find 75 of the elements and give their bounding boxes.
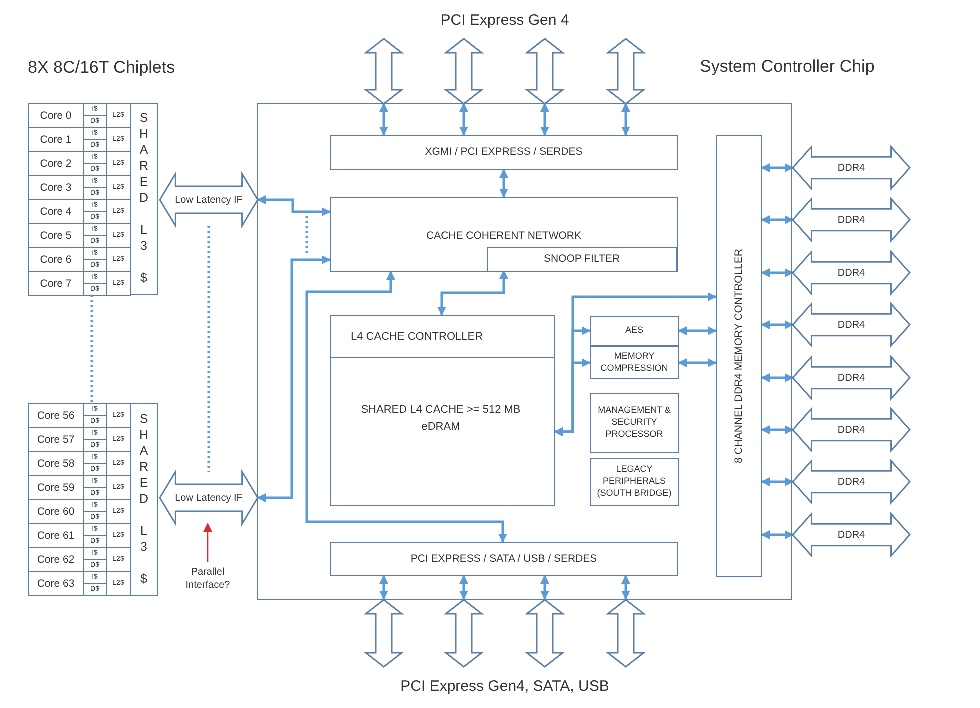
- chiplet-block: [28, 103, 158, 295]
- peripheral-box: [590, 458, 679, 506]
- arrow: [761, 374, 794, 382]
- cache-box: [330, 315, 555, 506]
- arrow: [460, 103, 468, 136]
- arrow-label: DDR4: [838, 372, 866, 384]
- arrow: [460, 575, 468, 600]
- network-box: [330, 197, 678, 272]
- node-text: LEGACY PERIPHERALS (SOUTH BRIDGE): [596, 464, 673, 500]
- arrow-label: DDR4: [838, 320, 866, 330]
- node-text: SHARED L4 CACHE >= 512 MB eDRAM: [360, 403, 522, 434]
- heading-text: PCI Express Gen 4: [440, 12, 570, 29]
- arrow-label: DDR4: [838, 476, 866, 488]
- heading-text: PCI Express Gen4, SATA, USB: [400, 678, 610, 695]
- annotation-text: Parallel Interface?: [184, 566, 232, 592]
- node-text: CACHE COHERENT NETWORK: [426, 229, 582, 244]
- dotted-line: [208, 226, 210, 472]
- node-text: MEMORY COMPRESSION: [600, 350, 670, 374]
- arrow: [678, 326, 717, 336]
- chiplet-block: [28, 403, 158, 596]
- arrow: [761, 216, 794, 224]
- arrow-label: DDR4: [838, 530, 866, 540]
- processor-box: [590, 393, 679, 453]
- arrow-label: DDR4: [838, 214, 866, 226]
- arrow: [761, 268, 794, 278]
- dotted-line: [90, 295, 94, 403]
- arrow: [438, 270, 508, 316]
- arrow: [622, 575, 630, 600]
- arrow: [500, 169, 508, 198]
- double-arrow-shape: [793, 252, 910, 294]
- arrow: [540, 103, 550, 136]
- node-text: MANAGEMENT & SECURITY PROCESSOR: [597, 405, 672, 441]
- double-arrow-shape: [793, 461, 910, 503]
- double-arrow-shape: [793, 147, 910, 189]
- engine-box: [590, 316, 679, 346]
- arrow: [761, 426, 794, 434]
- node-text: 8 CHANNEL DDR4 MEMORY CONTROLLER: [733, 248, 745, 464]
- arrow: [306, 271, 508, 543]
- arrow: [622, 103, 630, 136]
- double-arrow-shape: [160, 174, 258, 226]
- node-text: SNOOP FILTER: [542, 252, 622, 267]
- arrow: [761, 530, 794, 540]
- arrow: [257, 256, 331, 502]
- arrow-label: Low Latency IF: [175, 194, 243, 206]
- arrow: [761, 164, 794, 172]
- double-arrow-shape: [793, 304, 910, 346]
- node-text: XGMI / PCI EXPRESS / SERDES: [424, 145, 584, 160]
- arrow: [380, 103, 388, 136]
- arrow-label: DDR4: [838, 268, 866, 278]
- arrow: [540, 575, 550, 600]
- block-title: System Controller Chip: [700, 57, 875, 77]
- arrow: [257, 196, 331, 216]
- double-arrow-shape: [160, 472, 258, 524]
- arrow: [761, 478, 794, 486]
- double-arrow-shape: [793, 357, 910, 399]
- arrow-label: DDR4: [838, 162, 866, 174]
- arrow: [204, 523, 212, 562]
- double-arrow-shape: [793, 409, 910, 451]
- arrow: [761, 320, 794, 330]
- interface-box: [330, 542, 678, 576]
- double-arrow-shape: [793, 199, 910, 241]
- arrow-label: Low Latency IF: [175, 492, 243, 504]
- filter-box: [487, 247, 677, 272]
- engine-box: [590, 346, 679, 379]
- controller-box: [716, 135, 762, 577]
- interface-box: [330, 135, 678, 170]
- arrow: [554, 358, 591, 436]
- node-text: PCI EXPRESS / SATA / USB / SERDES: [410, 552, 598, 566]
- double-arrow-shape: [793, 514, 910, 556]
- arrow-label: DDR4: [838, 424, 866, 436]
- section-heading: L4 CACHE CONTROLLER: [331, 316, 554, 358]
- heading-text: 8X 8C/16T Chiplets: [28, 58, 176, 78]
- arrow: [678, 358, 717, 368]
- node-text: AES: [624, 325, 644, 337]
- arrow: [380, 575, 388, 600]
